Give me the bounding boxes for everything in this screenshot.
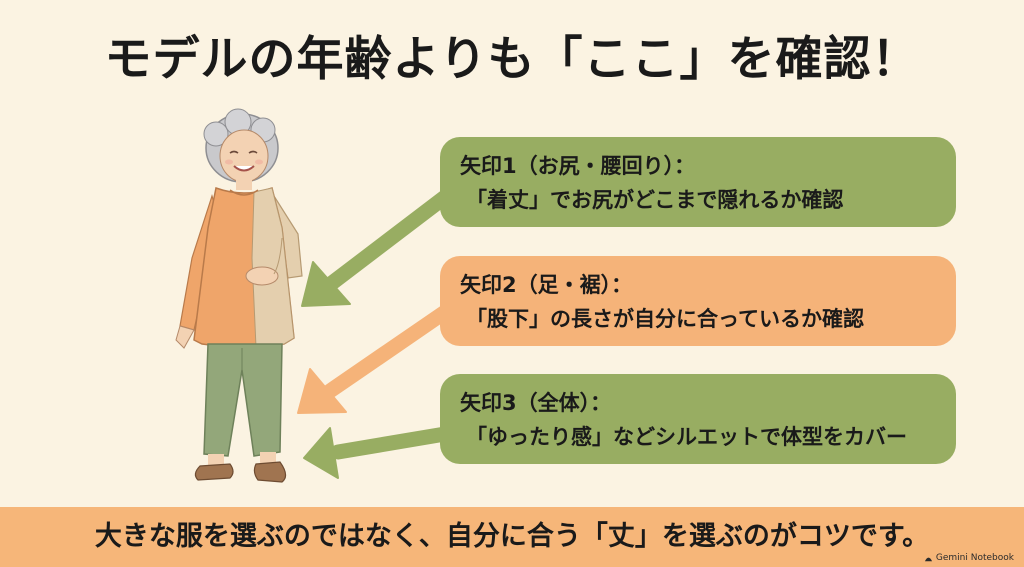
callout-text: 「ゆったり感」などシルエットで体型をカバー (466, 425, 907, 449)
arrow-3 (303, 426, 453, 479)
watermark-text: Gemini Notebook (935, 553, 1014, 563)
footer-text: 大きな服を選ぶのではなく、自分に合う「丈」を選ぶのがコツです。 (94, 521, 930, 552)
watermark: Gemini Notebook (924, 553, 1014, 563)
callout-arrow-3: 矢印3（全体）： 「ゆったり感」などシルエットで体型をカバー (440, 374, 956, 464)
arrow-1 (301, 189, 453, 307)
right-shoe (253, 461, 287, 483)
notebook-icon (924, 557, 933, 561)
left-shoe (194, 463, 234, 481)
woman-illustration (175, 108, 303, 483)
callout-text: 「着丈」でお尻がどこまで隠れるか確認 (466, 188, 844, 212)
callout-arrow-1: 矢印1（お尻・腰回り）： 「着丈」でお尻がどこまで隠れるか確認 (440, 137, 956, 227)
footer-banner: 大きな服を選ぶのではなく、自分に合う「丈」を選ぶのがコツです。 Gemini N… (0, 507, 1024, 567)
callout-heading: 矢印3（全体）： (460, 391, 612, 415)
callout-heading: 矢印1（お尻・腰回り）： (460, 154, 696, 178)
page-title: モデルの年齢よりも「ここ」を確認！ (104, 32, 920, 87)
arrow-2 (297, 304, 453, 414)
callout-heading: 矢印2（足・裾）： (460, 273, 633, 297)
callout-text: 「股下」の長さが自分に合っているか確認 (466, 307, 864, 331)
callout-arrow-2: 矢印2（足・裾）： 「股下」の長さが自分に合っているか確認 (440, 256, 956, 346)
